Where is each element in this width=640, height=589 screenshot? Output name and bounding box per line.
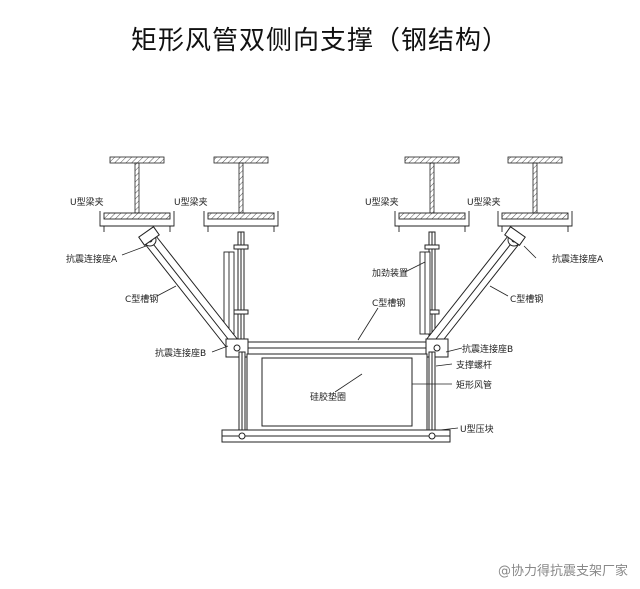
bottom-crossbar <box>221 429 451 443</box>
label-support-rod: 支撑螺杆 <box>456 359 492 371</box>
label-c-channel-left: C型槽钢 <box>125 293 158 305</box>
label-seat-b-left: 抗震连接座B <box>155 347 206 359</box>
hanger-rod-left <box>233 231 249 351</box>
steel-beam-2 <box>213 156 269 214</box>
u-beam-clamp-1 <box>99 211 175 232</box>
page-title: 矩形风管双侧向支撑（钢结构） <box>130 26 509 56</box>
support-rod-right <box>428 351 436 435</box>
label-rect-duct: 矩形风管 <box>456 379 492 391</box>
u-beam-clamp-2 <box>203 211 279 232</box>
u-beam-clamp-4 <box>497 211 573 232</box>
label-c-channel-center: C型槽钢 <box>372 297 405 309</box>
rectangular-duct <box>246 353 428 431</box>
stiffener-right <box>419 251 431 335</box>
label-u-clamp-2: U型梁夹 <box>174 196 208 208</box>
label-silicone-gasket: 硅胶垫圈 <box>310 391 346 403</box>
label-stiffener: 加劲装置 <box>372 267 408 279</box>
label-seat-b-right: 抗震连接座B <box>462 343 513 355</box>
label-u-clamp-3: U型梁夹 <box>365 196 399 208</box>
stiffener-left <box>223 251 235 335</box>
diagonal-c-channel-right <box>425 226 526 349</box>
steel-beam-3 <box>404 156 460 214</box>
support-rod-left <box>238 351 246 435</box>
label-u-clamp-1: U型梁夹 <box>70 196 104 208</box>
label-seat-a-right: 抗震连接座A <box>552 253 604 265</box>
label-u-clamp-4: U型梁夹 <box>467 196 501 208</box>
u-beam-clamp-3 <box>394 211 470 232</box>
labels: U型梁夹 U型梁夹 U型梁夹 U型梁夹 抗震连接座A 抗震连接座A C型槽钢 C… <box>66 196 604 435</box>
label-u-press-block: U型压块 <box>460 423 494 435</box>
top-crossbar <box>225 338 449 358</box>
watermark: @协力得抗震支架厂家 <box>497 564 628 579</box>
diagonal-c-channel-left <box>138 226 239 349</box>
steel-beam-1 <box>109 156 165 214</box>
label-seat-a-left: 抗震连接座A <box>66 253 118 265</box>
steel-beam-4 <box>507 156 563 214</box>
label-c-channel-right: C型槽钢 <box>510 293 543 305</box>
leader-lines <box>121 245 537 431</box>
